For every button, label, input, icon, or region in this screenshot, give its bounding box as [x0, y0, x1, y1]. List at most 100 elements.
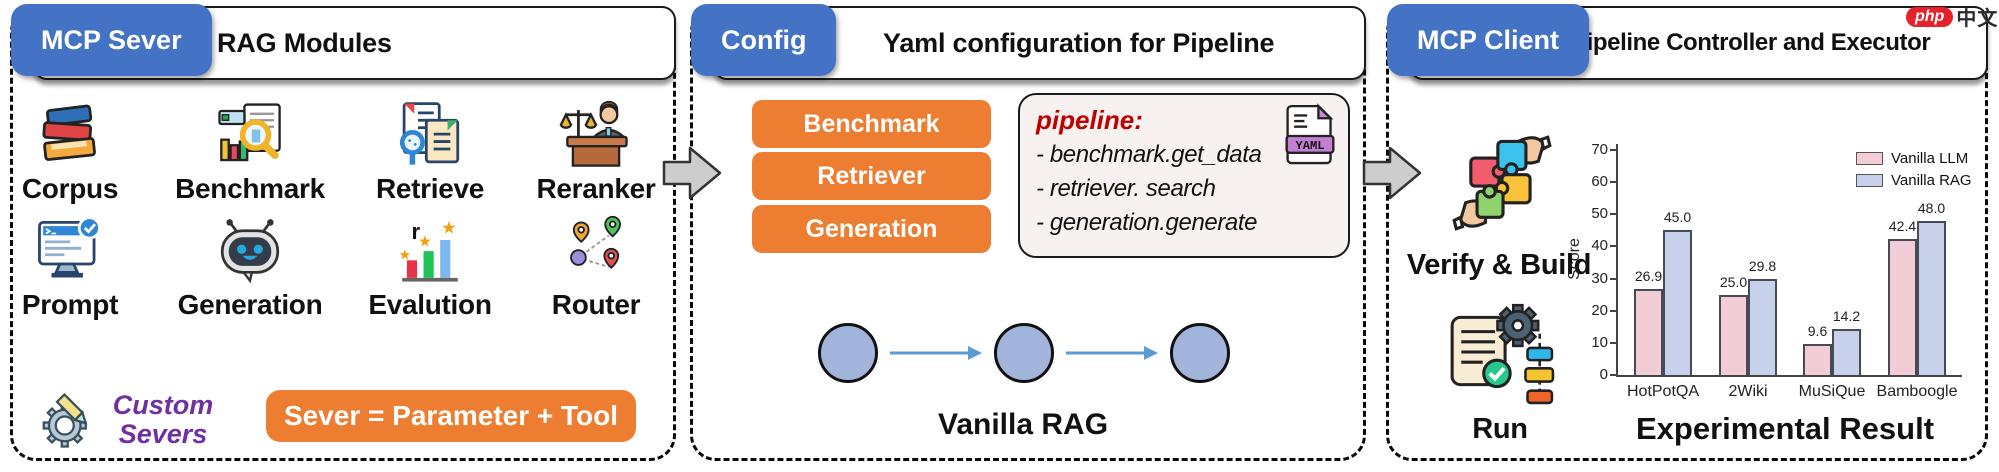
chart-y-tick-label: 60 [1591, 173, 1608, 191]
chart-y-tick-label: 10 [1591, 333, 1608, 351]
chart-bar-value: 25.0 [1719, 273, 1748, 290]
pipeline-code-box: pipeline: - benchmark.get_data - retriev… [1018, 93, 1350, 258]
map-pins-icon [518, 215, 674, 289]
books-icon [15, 99, 125, 173]
config-panel: Config Yaml configuration for Pipeline B… [690, 4, 1366, 461]
chart-y-axis-label: Score [1565, 238, 1583, 280]
panel-arrow-icon [662, 142, 724, 209]
module-label: Generation [177, 289, 323, 320]
svg-text:★: ★ [441, 218, 457, 238]
svg-text:★: ★ [399, 246, 411, 262]
chart-bar [1634, 288, 1663, 375]
document-magnifier-icon [352, 99, 508, 173]
svg-text:★: ★ [418, 233, 432, 250]
flow-node [994, 323, 1054, 383]
module-benchmark: Benchmark [172, 99, 328, 205]
config-tab: Config [691, 4, 837, 76]
config-button-benchmark: Benchmark [752, 100, 991, 148]
chart-bar-value: 45.0 [1663, 209, 1692, 226]
module-label: Reranker [536, 173, 656, 204]
chart-bar [1888, 238, 1917, 375]
mcp-server-panel: MCP Sever RAG Modules Corpus [10, 4, 676, 461]
chart-caption: Experimental Result [1635, 411, 1935, 446]
custom-servers-block: Custom Severs [37, 391, 215, 456]
terminal-monitor-icon [15, 215, 125, 289]
pipeline-code-title: pipeline: [1036, 105, 1143, 135]
custom-servers-label: Custom Severs [112, 390, 214, 449]
chart-bar [1803, 344, 1832, 375]
run-doc-gear-icon [1444, 295, 1556, 412]
chart-y-tick [1610, 181, 1616, 184]
chart-y-tick [1610, 341, 1616, 344]
module-router: Router [518, 215, 674, 321]
chart-bar-value: 26.9 [1634, 267, 1663, 284]
chart-bar-value: 48.0 [1917, 199, 1946, 216]
growth-bars-stars-icon: ★ ★ ★ r [352, 215, 508, 289]
run-label: Run [1472, 413, 1528, 445]
mcp-client-panel: MCP Client Pipeline Controller and Execu… [1386, 4, 1988, 461]
legend-label: Vanilla LLM [1891, 150, 1969, 167]
server-title: RAG Modules [217, 27, 392, 58]
module-label: Benchmark [175, 173, 325, 204]
chart-y-tick [1610, 149, 1616, 151]
chart-y-tick-label: 70 [1591, 141, 1608, 158]
module-corpus: Corpus [15, 99, 125, 205]
config-button-generation: Generation [752, 205, 991, 253]
chart-y-tick [1610, 277, 1616, 280]
yaml-badge-label: YAML [1295, 139, 1324, 153]
watermark: php 中文网 [1906, 2, 1999, 31]
legend-swatch-icon [1856, 152, 1883, 165]
chart-x-tick-label: HotPotQA [1626, 383, 1700, 400]
module-reranker: Reranker [518, 99, 674, 205]
flow-node [818, 323, 878, 383]
chart-bar [1719, 294, 1748, 375]
module-label: Retrieve [375, 173, 485, 204]
pipeline-code-line: - generation.generate [1036, 209, 1258, 236]
chart-y-tick-label: 50 [1591, 205, 1608, 223]
chart-bar [1832, 329, 1861, 375]
chart-x-tick-label: MuSiQue [1798, 383, 1866, 400]
module-retrieve: Retrieve [352, 99, 508, 205]
php-badge: php [1906, 6, 1954, 27]
chart-bar [1917, 220, 1946, 375]
robot-icon [172, 215, 328, 289]
judge-scales-icon [518, 99, 674, 173]
module-generation: Generation [172, 215, 328, 321]
module-label: Evalution [368, 289, 492, 320]
chart-legend-item: Vanilla LLM [1856, 150, 1986, 167]
chart-legend: Vanilla LLM Vanilla RAG [1856, 150, 1986, 194]
chart-bar [1663, 230, 1692, 375]
chart-x-tick-label: Bamboogle [1876, 383, 1958, 400]
chart-y-tick-label: 30 [1591, 269, 1608, 287]
chart-legend-item: Vanilla RAG [1856, 172, 1986, 189]
module-prompt: Prompt [15, 215, 125, 321]
chart-bar-value: 14.2 [1832, 308, 1861, 325]
flow-arrow-icon [890, 345, 982, 366]
config-title: Yaml configuration for Pipeline [883, 27, 1275, 58]
flow-node [1170, 323, 1230, 383]
server-header-bar: MCP Sever RAG Modules [11, 4, 676, 80]
module-label: Corpus [21, 173, 119, 204]
chart-y-tick-label: 20 [1591, 301, 1608, 319]
chart-y-tick [1610, 374, 1616, 376]
legend-label: Vanilla RAG [1891, 172, 1972, 189]
server-tab: MCP Sever [11, 4, 212, 76]
watermark-text: 中文网 [1956, 8, 1999, 30]
client-tab: MCP Client [1387, 4, 1590, 76]
module-evaluation: ★ ★ ★ r Evalution [352, 215, 508, 321]
module-label: Router [551, 289, 641, 320]
flow-caption: Vanilla RAG [937, 408, 1109, 441]
yaml-file-icon: YAML [1282, 103, 1338, 174]
server-formula-button: Sever = Parameter + Tool [266, 390, 636, 442]
client-title: Pipeline Controller and Executor [1571, 29, 1931, 56]
puzzle-hands-icon [1450, 131, 1554, 240]
flow-arrow-icon [1066, 345, 1158, 366]
pipeline-code-line: - benchmark.get_data [1036, 141, 1262, 168]
chart-y-tick-label: 40 [1591, 237, 1608, 255]
verify-build-label: Verify & Build [1406, 249, 1592, 281]
chart-y-tick [1610, 245, 1616, 248]
chart-bar [1748, 279, 1777, 375]
config-button-retriever: Retriever [752, 152, 991, 200]
